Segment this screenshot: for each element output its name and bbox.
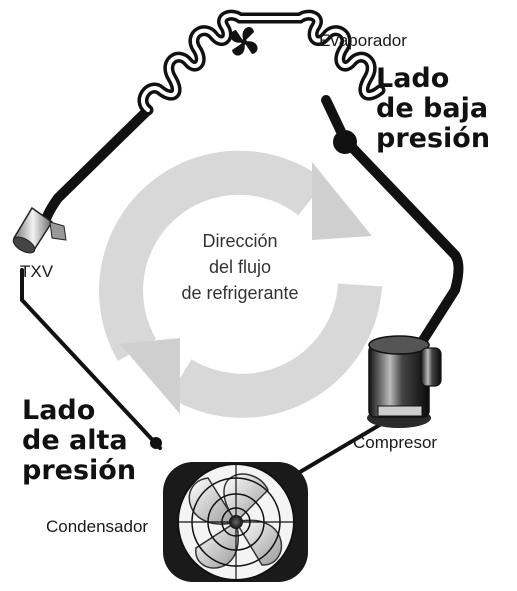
compressor-icon [367,335,442,428]
txv-valve-icon [12,206,67,254]
evaporator-coil [137,9,386,116]
flow-direction-label: Dirección del flujo de refrigerante [181,231,299,303]
high-pressure-marker [150,437,162,449]
low-pressure-line [321,95,464,350]
flow-arrow-head-top [312,162,372,240]
flow-arrow-head-bottom [120,338,180,414]
low-pressure-marker [333,130,357,154]
high-pressure-line-left [20,268,162,450]
low-pressure-side-label: Lado de baja presión [376,63,491,154]
high-pressure-side-label: Lado de alta presión [22,395,137,486]
evaporator-label: Evaporador [319,31,407,50]
condenser-fan-icon [163,462,308,582]
high-pressure-line-right [298,418,390,474]
condenser-label: Condensador [46,517,149,536]
flow-direction-ring [99,150,382,418]
txv-label: TXV [20,262,54,281]
compressor-label: Compresor [353,433,438,452]
fan-icon [230,27,258,56]
